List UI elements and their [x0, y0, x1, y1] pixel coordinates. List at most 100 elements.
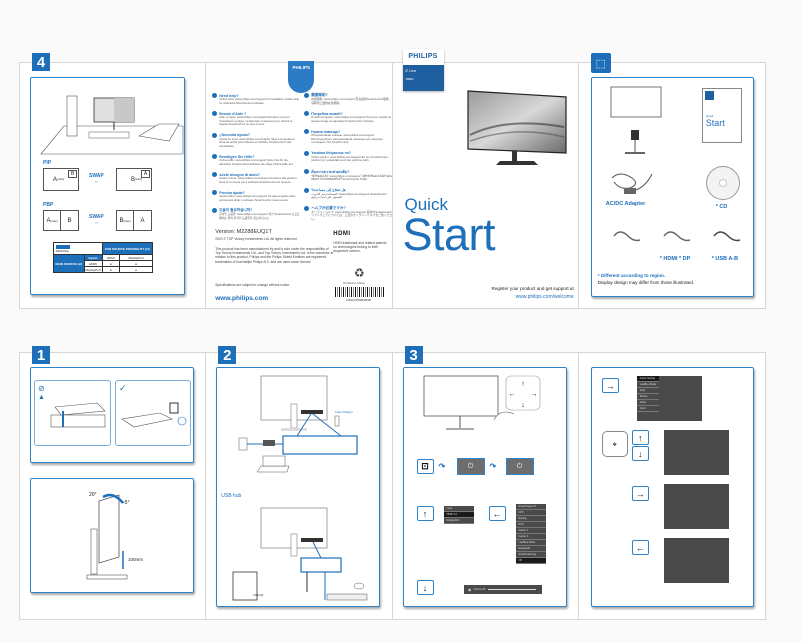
help-item: ヘルプが必要ですか?オンラインヘルプ: www.philips.com/supp… — [304, 205, 392, 222]
second-label: B — [67, 217, 72, 224]
globe-icon — [212, 172, 218, 177]
website-link[interactable]: www.philips.com — [215, 295, 269, 302]
connection-diagram — [239, 375, 358, 473]
up-arrow-key[interactable]: ↑ — [416, 506, 434, 521]
osd-input-menu: Input HDMI 2.0 DisplayPort — [443, 506, 474, 524]
top-sheet: 4 PIP A(main) B SWAP⇔ B(main) A PBP — [19, 49, 766, 309]
osd-game-setting-menu: Game Setting LowBlue Mode Input Picture … — [636, 376, 702, 421]
down-arrow-key[interactable]: ↓ — [416, 580, 434, 595]
svg-text:→: → — [530, 391, 537, 398]
legal-text: This product has been manufactured by an… — [215, 247, 334, 264]
main-source-header: MAIN SOURCE (xl) — [53, 254, 85, 273]
monitor-hero-image — [466, 90, 567, 165]
power-off-button[interactable]: ⏻ — [456, 458, 485, 475]
monitor-joystick-illustration: ↑ ↓ ← → — [423, 375, 540, 430]
globe-icon — [304, 93, 310, 98]
globe-icon — [304, 111, 310, 116]
correct-method: ✓ — [115, 380, 191, 446]
multiview-source-table: MultiView SUB SOURCE POSSIBILITY (xl) MA… — [53, 242, 154, 273]
help-item: Yardıma ihtiyacınız mı?Online yardım: ww… — [304, 150, 392, 163]
panel-cover: PHILIPS E Line 288E2 Quick Start Registe… — [393, 49, 579, 308]
volume-slider[interactable]: ◀ Volume 80 — [463, 585, 542, 594]
flow-arrow-icon: ↷ — [489, 462, 497, 471]
tilt-forward-angle: -5° — [123, 500, 130, 506]
help-item: ต้องการความช่วยเหลือ?วิธีใช้ออนไลน์: www… — [304, 169, 392, 182]
step-number-badge: 4 — [32, 53, 50, 71]
help-item: Нужна помощь?Интерактивная помощь: www.p… — [304, 129, 392, 145]
speaker-icon: ◀ — [467, 587, 471, 592]
left-arrow-key[interactable]: ← — [631, 540, 649, 555]
monitor-panel-illustration — [610, 86, 662, 154]
globe-icon — [212, 132, 218, 138]
down-arrow-key[interactable]: ↓ — [631, 446, 649, 461]
flow-arrow-icon: ↷ — [438, 462, 446, 471]
open-box-icon: ⬚ — [590, 53, 611, 73]
right-arrow-key[interactable]: → — [631, 486, 649, 501]
pip-window-left: A(main) B — [43, 168, 79, 191]
up-arrow-key[interactable]: ↑ — [631, 430, 649, 445]
power-on-button[interactable]: ⏻ — [505, 458, 534, 475]
left-arrow-key[interactable]: ← — [488, 506, 506, 521]
main-sub: (main) — [57, 178, 65, 181]
desk-setup-illustration — [40, 95, 184, 155]
help-column-left: Need help?Online help: www.philips.com/s… — [212, 93, 300, 226]
pbp-window-right: B(main) A — [116, 210, 152, 231]
help-item: Besoin d'Aide ?Aide en ligne: www.philip… — [212, 111, 300, 127]
help-column-right: 需要帮助?在线帮助: www.philips.com/support 有关最新S… — [304, 93, 392, 227]
help-item: Precisa ajuda?Ajuda online: www.philips.… — [212, 190, 300, 202]
philips-shield-logo: PHILIPS — [288, 61, 315, 93]
hdmi-dp-cable-illustration — [663, 231, 690, 242]
joystick-press-button[interactable]: ⊡ — [416, 459, 434, 474]
globe-icon — [304, 205, 310, 211]
globe-icon — [212, 208, 218, 213]
wrong-method: ⊘ ▲ — [34, 380, 111, 446]
start-title: Start — [402, 209, 496, 260]
design-note: Display design may differ from those ill… — [597, 280, 695, 285]
panel-step-1: 1 ⊘ ▲ ✓ 20° -5° 100mm — [20, 346, 207, 619]
right-arrow-key[interactable]: → — [601, 378, 619, 393]
help-item: Need help?Online help: www.philips.com/s… — [212, 93, 300, 105]
hdmi-logo: HDMI — [333, 231, 351, 237]
usb-cable-label: USB A-B — [253, 594, 264, 597]
help-item: هل تحتاج إلى مساعدة؟المساعدة عبر الإنترن… — [304, 187, 392, 200]
contents-box: Quick Start AC/DC Adapter * CD * HDMI * … — [590, 77, 754, 297]
main-label: A — [53, 176, 58, 183]
main-label: B — [131, 176, 136, 183]
multiview-box: PIP A(main) B SWAP⇔ B(main) A PBP A(main… — [30, 77, 185, 295]
globe-icon — [212, 190, 218, 195]
inset-label: A — [141, 170, 150, 178]
globe-icon — [304, 187, 310, 193]
step-number-badge: 3 — [404, 346, 423, 364]
second-label: A — [140, 217, 145, 224]
osd-smartimage-menu: SmartImage GT FPS Racing RTS Gamer 1 Gam… — [515, 504, 546, 564]
tilt-height-illustration — [86, 493, 128, 580]
quick-start-booklet: Quick Start — [701, 88, 742, 143]
pbp-window-left: A(main) B — [43, 210, 79, 231]
copyright-text: 2020 © TOP Victory Investments Ltd. All … — [215, 237, 298, 241]
recycle-icon: ♻ — [353, 266, 365, 280]
table-row: DisplayPort ● ● — [54, 266, 153, 273]
multiview-logo-label: MultiView — [56, 248, 69, 253]
help-item: 需要帮助?在线帮助: www.philips.com/support 有关最新S… — [304, 93, 392, 105]
check-icon: ✓ — [119, 383, 127, 393]
region-note: * Different according to region. — [597, 273, 666, 278]
product-line: E Line — [405, 69, 417, 73]
item-label-cd: * CD — [715, 204, 728, 210]
box-lift-illustration — [50, 402, 106, 428]
model-number: 288E2 — [405, 77, 414, 81]
usb-hub-label: USB hub — [221, 493, 242, 499]
panel-step-4: 4 PIP A(main) B SWAP⇔ B(main) A PBP — [20, 53, 207, 308]
panel-contents: ⬚ Quick Start AC/DC Adapter * CD — [579, 53, 765, 308]
help-item: 도움이 필요하십니까?온라인 도움말: www.philips.com/supp… — [212, 208, 300, 220]
panel-step-2: 2 Fast Charger USB hub — [206, 346, 393, 619]
globe-icon — [304, 129, 310, 134]
panel-osd-navigation: → Game Setting LowBlue Mode Input Pictur… — [579, 353, 765, 619]
fast-charger-label: Fast Charger — [335, 410, 353, 414]
welcome-link[interactable]: www.philips.com/welcome — [515, 294, 574, 300]
panel-support: PHILIPS Need help?Online help: www.phili… — [206, 61, 393, 308]
main-sub: (main) — [135, 178, 143, 181]
step-number-badge: 2 — [218, 346, 237, 364]
height-adjust-range: 100mm — [128, 557, 144, 562]
osd-menu-back — [663, 538, 729, 583]
barcode — [335, 287, 386, 297]
